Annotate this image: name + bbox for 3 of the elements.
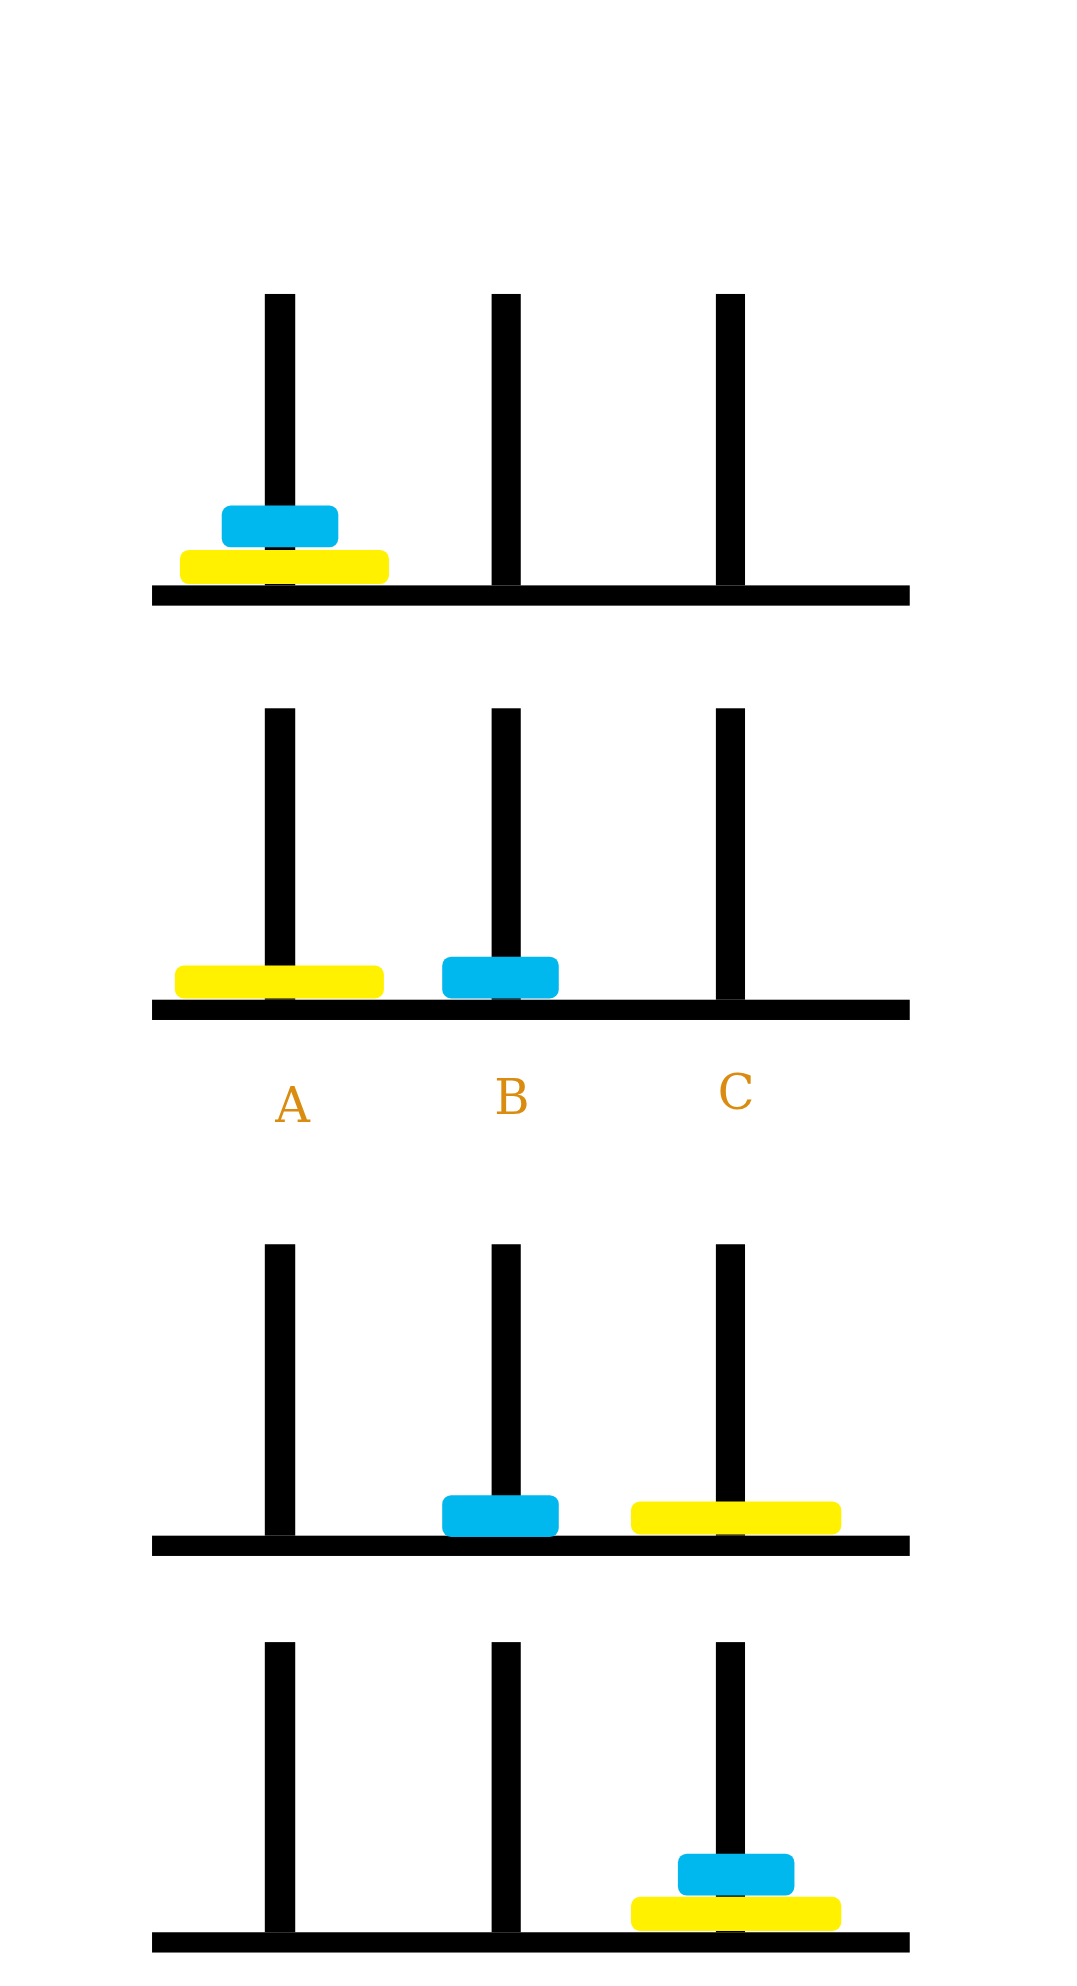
- peg-label: A: [275, 1080, 310, 1129]
- peg-label: B: [494, 1073, 530, 1122]
- peg-label: C: [717, 1068, 755, 1117]
